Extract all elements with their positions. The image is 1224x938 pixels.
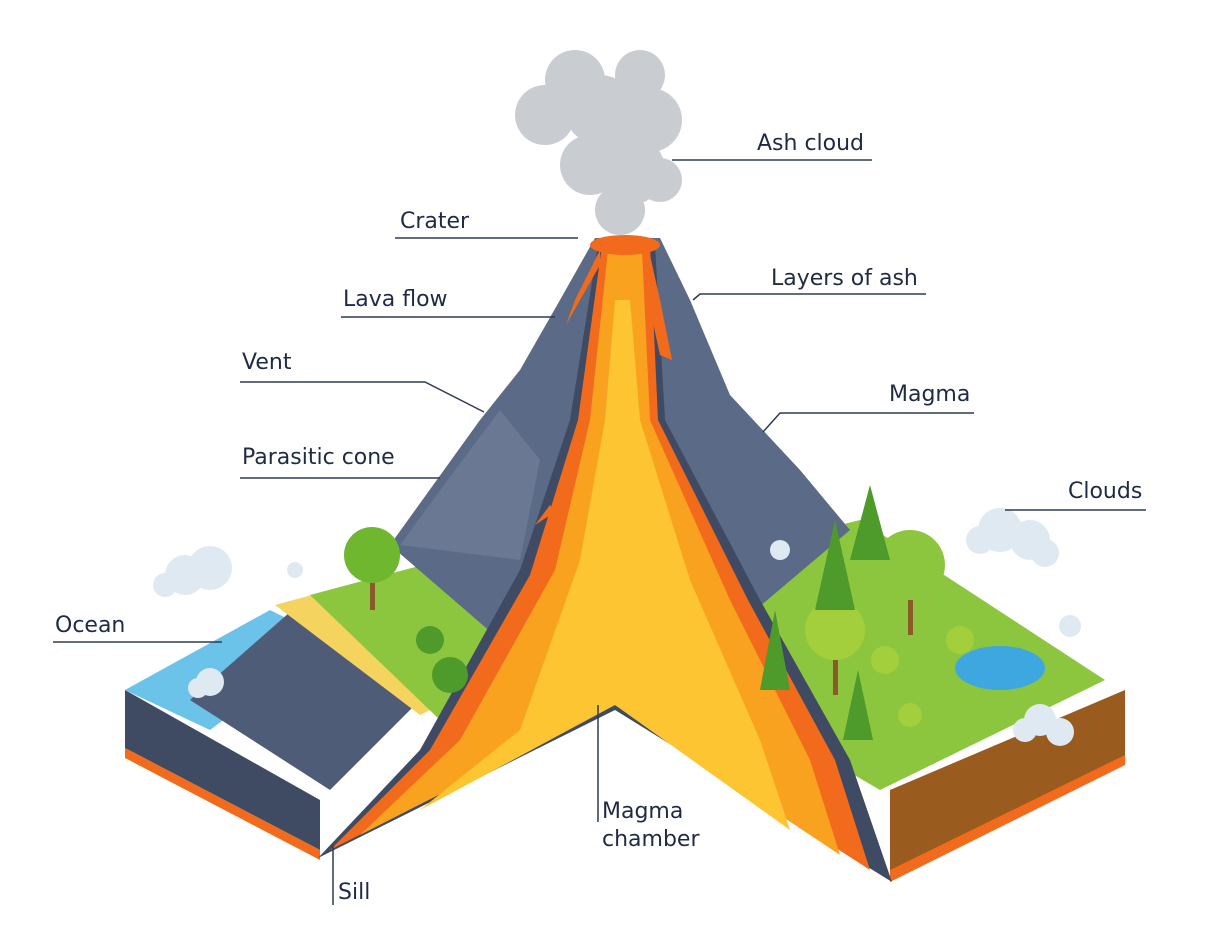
label-magma-chamber-2: chamber	[602, 827, 700, 852]
trees	[344, 485, 974, 740]
lava-flow	[566, 250, 672, 360]
sill	[535, 505, 555, 525]
label-clouds: Clouds	[1068, 479, 1143, 504]
label-parasitic-cone: Parasitic cone	[242, 445, 395, 470]
leader-lines	[53, 159, 1146, 905]
lake	[955, 646, 1045, 690]
magma-chamber	[420, 300, 790, 830]
label-ocean: Ocean	[55, 613, 126, 638]
parasitic-cone	[400, 410, 540, 560]
label-vent: Vent	[242, 350, 292, 375]
crater	[590, 235, 660, 255]
right-block-base	[890, 755, 1125, 882]
label-crater: Crater	[400, 209, 470, 234]
label-lava-flow: Lava flow	[343, 287, 448, 312]
label-magma: Magma	[889, 382, 971, 407]
clouds	[153, 508, 1081, 746]
label-sill: Sill	[338, 880, 371, 905]
label-magma-chamber-1: Magma	[602, 799, 684, 824]
sea-floor-rock	[190, 612, 420, 790]
ash-cloud	[515, 50, 682, 235]
left-block-side	[125, 690, 320, 850]
label-layers-of-ash: Layers of ash	[771, 266, 918, 291]
label-ash-cloud: Ash cloud	[757, 131, 865, 156]
left-block-base	[125, 748, 320, 860]
